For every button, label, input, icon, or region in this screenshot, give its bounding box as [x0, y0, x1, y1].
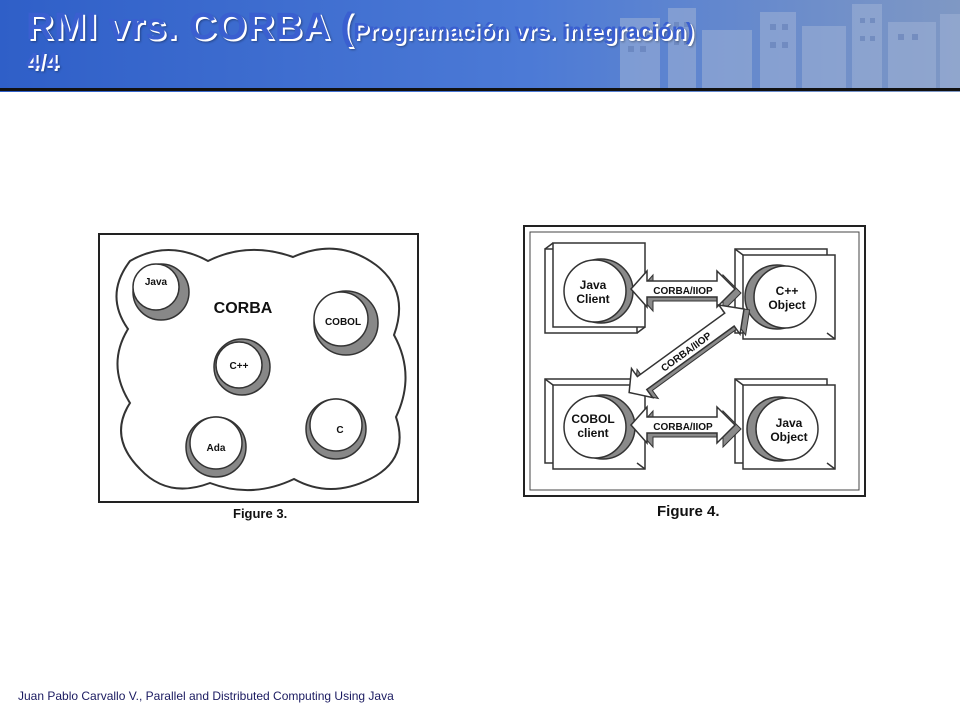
slide-footer: Juan Pablo Carvallo V., Parallel and Dis…	[18, 689, 394, 703]
box-java-object: Java Object	[734, 378, 836, 470]
figure3-caption: Figure 3.	[233, 506, 288, 521]
figure3-diagram: Java COBOL C++ Ada C CORBA	[98, 233, 419, 503]
title-page-number: 4/4	[26, 48, 58, 74]
box-java-client: Java Client	[544, 242, 646, 334]
node-java-label: Java	[145, 277, 168, 288]
node-ada: Ada	[185, 416, 247, 478]
node-ada-label: Ada	[207, 443, 226, 454]
java-client-line2: Client	[576, 292, 609, 306]
arrow-bottom-label: CORBA/IIOP	[653, 422, 713, 433]
node-c: C	[305, 398, 367, 460]
header-divider	[0, 88, 960, 91]
title-main: RMI vrs. CORBA (	[26, 6, 354, 48]
slide-title: RMI vrs. CORBA (Programación vrs. integr…	[26, 8, 926, 73]
cobol-client-line1: COBOL	[571, 412, 614, 426]
cloud-label: CORBA	[214, 300, 273, 317]
java-client-line1: Java	[580, 278, 607, 292]
header-background	[0, 0, 960, 92]
arrow-top-corba: CORBA/IIOP	[629, 269, 742, 313]
arrow-bottom-corba: CORBA/IIOP	[629, 405, 742, 449]
java-object-line1: Java	[776, 416, 803, 430]
cobol-client-line2: client	[577, 426, 608, 440]
box-cpp-object: C++ Object	[734, 248, 836, 340]
figure4-caption: Figure 4.	[657, 503, 720, 520]
slide-header: RMI vrs. CORBA (Programación vrs. integr…	[0, 0, 960, 92]
cpp-object-line2: Object	[768, 298, 805, 312]
arrow-top-label: CORBA/IIOP	[653, 286, 713, 297]
node-cobol: COBOL	[313, 290, 379, 356]
java-object-line2: Object	[770, 430, 807, 444]
node-cpp-label: C++	[230, 361, 249, 372]
figure4-diagram: Java Client C++ Object COBOL client Java…	[523, 225, 866, 497]
title-sub: Programación vrs. integración)	[353, 18, 694, 44]
node-cpp: C++	[213, 338, 271, 396]
node-cobol-label: COBOL	[325, 317, 361, 328]
node-java: Java	[132, 263, 190, 321]
box-cobol-client: COBOL client	[544, 378, 646, 470]
node-c-label: C	[336, 425, 343, 436]
cpp-object-line1: C++	[776, 284, 799, 298]
